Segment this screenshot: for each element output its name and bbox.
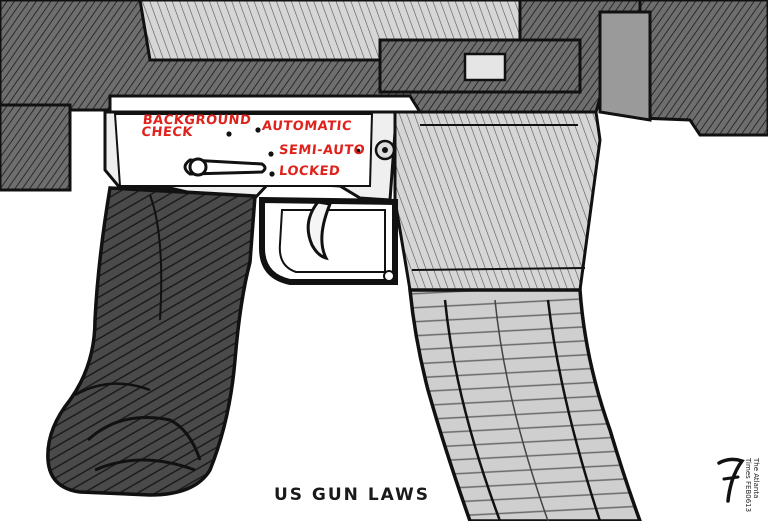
magazine-well xyxy=(393,110,602,292)
selector-plate xyxy=(113,113,374,187)
dot-automatic xyxy=(255,127,261,133)
cartoon-caption: US GUN LAWS xyxy=(273,485,431,505)
trigger-guard xyxy=(259,196,398,285)
trigger xyxy=(306,200,333,261)
signature-mark xyxy=(717,457,745,503)
dot-semi xyxy=(268,151,274,157)
label-semi-auto: SEMI-AUTO xyxy=(278,143,366,158)
port-cover xyxy=(463,52,507,82)
publication-credit: The Atlanta Times FEB0613 xyxy=(744,458,760,513)
dot-background xyxy=(226,131,232,137)
handguard xyxy=(638,0,768,137)
label-automatic: AUTOMATIC xyxy=(261,119,353,134)
label-locked: LOCKED xyxy=(278,164,342,179)
delta-ring xyxy=(598,10,652,122)
pistol-grip xyxy=(46,186,257,497)
buffer-tube xyxy=(0,103,72,192)
dot-locked xyxy=(269,171,275,177)
magazine xyxy=(408,288,642,521)
label-background-check: BACKGROUND CHECK xyxy=(140,113,253,140)
